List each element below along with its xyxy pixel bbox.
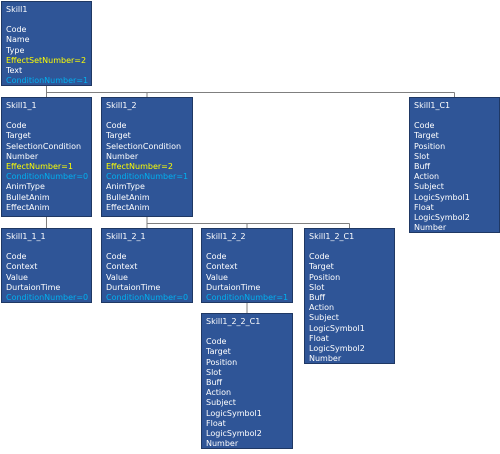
node-field: Number	[414, 223, 447, 233]
node-field: Value	[106, 272, 128, 282]
node-field: Value	[206, 272, 228, 282]
node-field: Buff	[309, 293, 326, 303]
node-field: Number	[206, 439, 239, 449]
node-field: Code	[106, 121, 127, 131]
node-title: Skill1_1_1	[6, 232, 46, 241]
node-field: DurtaionTime	[6, 282, 61, 292]
node-field: Code	[106, 252, 127, 262]
node-field: BulletAnim	[106, 192, 150, 202]
node-field: Subject	[309, 313, 339, 323]
node-field: Type	[6, 45, 25, 55]
node-field: Context	[206, 262, 238, 272]
node-field: Subject	[206, 398, 236, 408]
node-field: Position	[414, 141, 446, 151]
node-field: AnimType	[6, 182, 45, 192]
node-field: Context	[6, 262, 38, 272]
node-field: Code	[206, 252, 227, 262]
node-field: Float	[309, 333, 329, 343]
node-title: Skill1_2_1	[106, 232, 146, 241]
node-field: Number	[309, 354, 342, 364]
node-field: Buff	[414, 162, 431, 172]
node-field: Slot	[309, 282, 325, 292]
node-field: Float	[414, 202, 434, 212]
node-title: Skill1_1	[6, 101, 37, 110]
node-title: Skill1_2_2_C1	[206, 317, 261, 326]
node-field: ConditionNumber=0	[6, 293, 89, 303]
node-field: Subject	[414, 182, 444, 192]
node-field: Action	[309, 303, 335, 313]
node-field: SelectionCondition	[106, 141, 182, 151]
node-field: Code	[6, 252, 27, 262]
node-field: Code	[6, 121, 27, 131]
node-field: LogicSymbol1	[309, 323, 365, 333]
node-field: Position	[206, 357, 238, 367]
node-field: Name	[6, 35, 30, 45]
node-field: LogicSymbol1	[206, 408, 262, 418]
node-field: ConditionNumber=1	[206, 293, 289, 303]
node-field: SelectionCondition	[6, 141, 82, 151]
node-field: LogicSymbol2	[206, 429, 262, 439]
node-field: Value	[6, 272, 28, 282]
node-field: Code	[206, 337, 227, 347]
node-field: EffectNumber=2	[106, 162, 173, 172]
node-title: Skill1_2	[106, 101, 137, 110]
node-field: BulletAnim	[6, 192, 50, 202]
node-field: Number	[106, 151, 139, 161]
node-field: Context	[106, 262, 138, 272]
node-field: LogicSymbol1	[414, 192, 470, 202]
node-field: ConditionNumber=0	[6, 172, 89, 182]
node-field: DurtaionTime	[206, 282, 261, 292]
node-field: Buff	[206, 378, 223, 388]
node-field: Code	[309, 252, 330, 262]
node-title: Skill1_C1	[414, 101, 451, 110]
node-title: Skill1_2_2	[206, 232, 246, 241]
node-field: AnimType	[106, 182, 145, 192]
node-field: ConditionNumber=1	[106, 172, 189, 182]
node-field: Slot	[206, 367, 222, 377]
node-title: Skill1_2_C1	[309, 232, 355, 241]
node-field: Action	[206, 388, 232, 398]
node-field: Target	[206, 347, 231, 357]
node-field: DurtaionTime	[106, 282, 161, 292]
node-field: Target	[106, 131, 131, 141]
node-field: Float	[206, 418, 226, 428]
node-field: Number	[6, 151, 39, 161]
node-field: EffectNumber=1	[6, 162, 73, 172]
node-field: LogicSymbol2	[309, 344, 365, 354]
node-title: Skill1	[6, 5, 28, 14]
node-field: EffectSetNumber=2	[6, 55, 87, 65]
node-field: EffectAnim	[6, 202, 50, 212]
node-field: Position	[309, 272, 341, 282]
node-field: Slot	[414, 151, 430, 161]
node-field: EffectAnim	[106, 202, 150, 212]
node-field: ConditionNumber=0	[106, 293, 189, 303]
node-field: Action	[414, 172, 440, 182]
node-field: Code	[6, 25, 27, 35]
node-field: LogicSymbol2	[414, 213, 470, 223]
node-field: Target	[414, 131, 439, 141]
node-field: Target	[6, 131, 31, 141]
node-field: Code	[414, 121, 435, 131]
node-field: Target	[309, 262, 334, 272]
node-field: Text	[6, 66, 23, 76]
node-field: ConditionNumber=1	[6, 76, 89, 86]
